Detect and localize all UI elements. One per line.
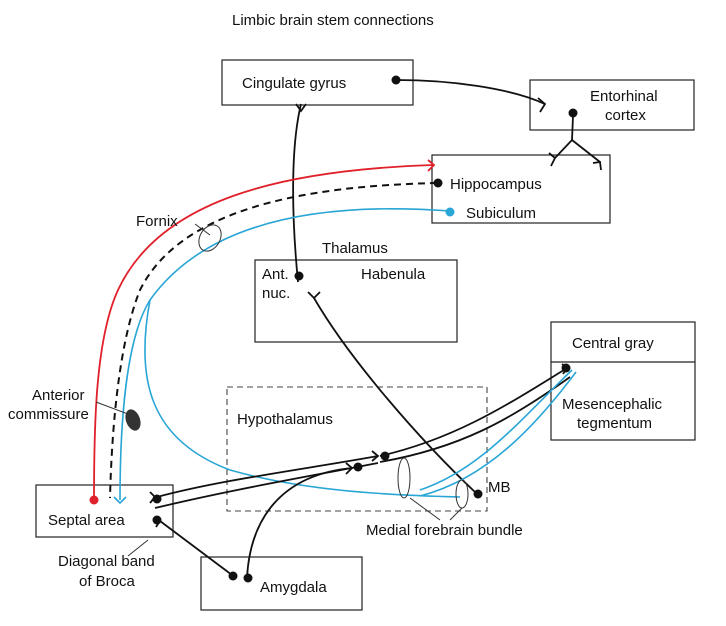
antnuc-mb-path [313,297,477,494]
mesencephalic-label-1: Mesencephalic [562,396,663,413]
septal-hypothalamus-path [156,455,379,498]
hypothalamus-label: Hypothalamus [237,411,333,428]
central-gray-blue-upper [419,369,573,491]
ant-nuc-label-1: Ant. [262,266,289,283]
blue-terminal-septal [113,496,127,505]
entorhinal-label-2: cortex [605,107,646,124]
antnuc-dot [294,271,304,281]
entorhinal-terminal-a [548,152,557,167]
cingulate-antnuc-path [292,103,302,283]
mfb-bundle-marker-1 [397,457,411,499]
anterior-commissure-blob [125,409,141,431]
subiculum-label: Subiculum [466,205,536,222]
amygdala-box [200,556,363,611]
diagonal-band-leader [127,539,149,557]
cingulate-entorhinal-path [396,79,546,105]
entorhinal-terminal-b [592,160,602,171]
diagonal-band-path [159,520,233,576]
entorhinal-branch [571,139,601,163]
diagonal-band-label-1: Diagonal band [58,553,155,570]
hypothalamus-terminal [371,450,380,462]
central-gray-blue-lower [419,371,577,497]
hypothalamus-box [226,386,488,512]
septal-dot-2 [152,515,162,525]
central-gray-box [550,321,696,441]
central-gray-label: Central gray [572,335,654,352]
septal-area-box [35,484,174,538]
mb-dot [473,489,483,499]
septal-red-dot [89,495,99,505]
septal-area-label: Septal area [48,512,125,529]
mfb-leader [409,497,441,521]
anterior-commissure-label-1: Anterior [32,387,85,404]
hippocampus-label: Hippocampus [450,176,542,193]
fornix-dashed-pathway [109,182,438,499]
hypothalamus-dot-2 [353,462,363,472]
central-gray-pathway-lower [379,376,571,463]
cingulate-dot [391,75,401,85]
central-gray-dot [561,363,571,373]
amygdala-terminal [345,462,354,475]
fornix-label: Fornix [136,213,178,230]
medial-forebrain-bundle-label: Medial forebrain bundle [366,522,523,539]
amygdala-hypothalamus-path [246,467,353,579]
entorhinal-hippocampus-path [554,115,574,159]
diagram-title: Limbic brain stem connections [232,12,434,29]
mesencephalic-label-2: tegmentum [577,415,652,432]
central-gray-pathway-upper [379,367,568,457]
mb-label: MB [488,479,511,496]
mfb-bundle-marker-2 [455,479,469,509]
fornix-bundle-marker [198,224,222,252]
blue-pathway-septal [119,208,451,501]
anterior-commissure-leader [95,401,129,415]
amygdala-label: Amygdala [260,579,327,596]
hippocampus-box [431,154,611,224]
amygdala-dot-1 [228,571,238,581]
red-terminal [427,159,436,172]
entorhinal-terminal [537,97,547,113]
hippocampus-dot [433,178,443,188]
thalamus-box [254,259,458,343]
fornix-leader [194,223,211,236]
diagonal-band-label-2: of Broca [79,573,136,590]
subiculum-dot [445,207,455,217]
anterior-commissure-label-2: commissure [8,406,89,423]
red-pathway [93,164,435,501]
cingulate-gyrus-label: Cingulate gyrus [242,75,346,92]
thalamus-label: Thalamus [322,240,388,257]
habenula-label: Habenula [361,266,426,283]
amygdala-dot-2 [243,573,253,583]
cingulate-gyrus-box [221,59,414,106]
entorhinal-cortex-box [529,79,695,131]
hypothalamus-dot-1 [380,451,390,461]
blue-pathway-mfb [144,299,461,498]
entorhinal-dot [568,108,578,118]
mfb-leader-2 [449,507,463,521]
septal-dot [152,494,162,504]
cingulate-terminal [295,103,307,113]
entorhinal-label-1: Entorhinal [590,88,658,105]
ant-nuc-label-2: nuc. [262,285,290,302]
antnuc-terminal [307,291,321,300]
